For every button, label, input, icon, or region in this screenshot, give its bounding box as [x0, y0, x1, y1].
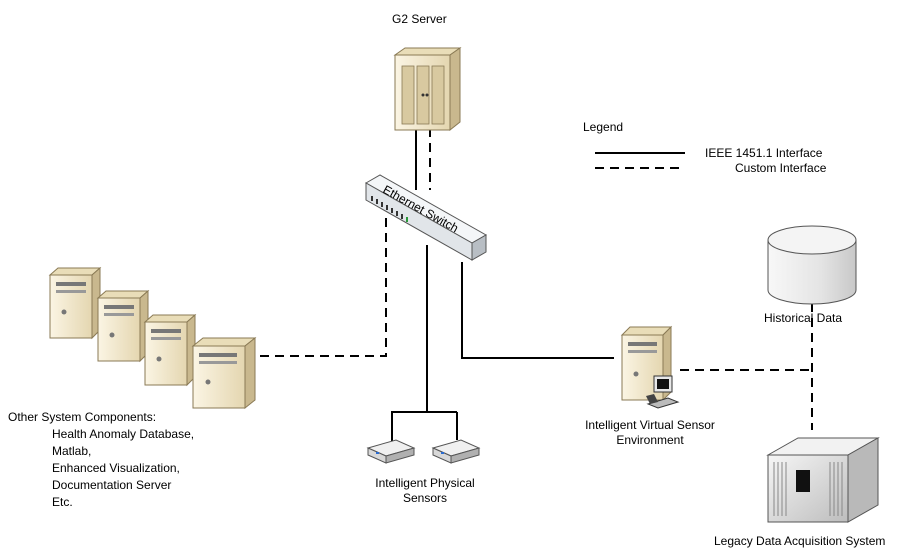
other-components-item: Documentation Server [52, 478, 172, 492]
other-components-servers [48, 266, 257, 410]
other-components-item: Health Anomaly Database, [52, 427, 195, 441]
connections [255, 128, 813, 442]
physical-sensors-label-line2: Sensors [402, 491, 448, 505]
other-components-item: Etc. [52, 495, 73, 509]
switch-sensors-solid-link [391, 245, 428, 442]
legacy-daq-label: Legacy Data Acquisition System [714, 534, 886, 548]
component-server-icon [96, 289, 150, 363]
physical-sensor-icon [366, 439, 416, 464]
legend-dashed-label: Custom Interface [735, 161, 827, 175]
switch-components-dashed-link [255, 218, 387, 357]
legend-samples [595, 152, 685, 169]
workstation-icon [646, 375, 680, 409]
component-server-icon [143, 313, 197, 387]
other-components-item: Enhanced Visualization, [52, 461, 180, 475]
physical-sensor-icon [431, 439, 481, 464]
component-server-icon [191, 336, 257, 410]
legend-title: Legend [583, 120, 624, 134]
virtual-sensor-label-line2: Environment [616, 433, 684, 447]
switch-virtual-env-solid-link [461, 262, 614, 359]
historical-data-label: Historical Data [764, 311, 843, 325]
other-components-title: Other System Components: [8, 410, 157, 424]
component-server-icon [48, 266, 102, 340]
legacy-daq-icon [766, 437, 880, 523]
g2-server-icon [393, 47, 462, 132]
ethernet-switch-icon: Ethernet Switch [364, 174, 488, 261]
virtual-sensor-server-icon [620, 325, 673, 402]
virtual-sensor-label-line1: Intelligent Virtual Sensor [585, 418, 715, 432]
legend-solid-label: IEEE 1451.1 Interface [705, 146, 823, 160]
g2-server-label: G2 Server [392, 12, 447, 26]
physical-sensors-label-line1: Intelligent Physical [375, 476, 475, 490]
historical-data-icon [767, 225, 857, 305]
other-components-item: Matlab, [52, 444, 92, 458]
